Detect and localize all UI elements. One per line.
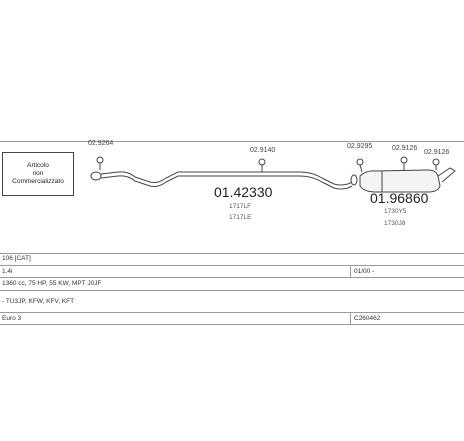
callout-front-flange: 02.9264	[88, 140, 113, 147]
tail-pipe	[437, 167, 456, 183]
part-code-front-1: 1717LF	[229, 203, 251, 210]
production-date: 01/00 -	[354, 268, 375, 275]
mount-3-hook	[359, 164, 363, 173]
table-divider-2	[350, 312, 351, 324]
not-commercialized-note: Articolo non Commercializzato	[2, 152, 74, 196]
mount-3	[356, 158, 364, 166]
mount-1	[96, 156, 104, 164]
catalog-code: C260462	[354, 315, 381, 322]
exhaust-drawing: 02.9264 02.9140 02.9295 02.9126 02.9126 …	[88, 140, 456, 227]
front-pipe-inner	[100, 175, 353, 190]
rear-silencer	[359, 169, 441, 193]
mount-2	[258, 158, 266, 166]
note-line-2: non	[32, 170, 44, 177]
callout-rear-mount-2: 02.9126	[392, 145, 417, 152]
table-rule-4	[0, 290, 464, 291]
part-code-rear-2: 1730J8	[384, 220, 406, 227]
note-line-3: Commercializzato	[12, 178, 64, 185]
front-pipe	[100, 171, 353, 186]
part-number-front-pipe: 01.42330	[214, 184, 273, 200]
table-rule-5	[0, 312, 464, 313]
part-number-rear-silencer: 01.96860	[370, 190, 429, 206]
engine-size: 1.4i	[2, 268, 13, 275]
mount-5	[432, 158, 440, 166]
mid-clamp	[350, 174, 358, 186]
engine-codes: - TU3JP, KFW, KFV, KFT	[2, 298, 75, 305]
table-rule-1	[0, 253, 464, 254]
part-code-rear-1: 1730Y5	[384, 208, 407, 215]
vehicle-model: 106 [CAT]	[2, 255, 31, 262]
callout-rear-mount-3: 02.9126	[424, 149, 449, 156]
front-flange	[90, 171, 102, 181]
engine-specs: 1360 cc, 75 HP, 55 KW, MPT J0JF	[2, 280, 102, 287]
mount-4	[400, 156, 408, 164]
table-divider-1	[350, 265, 351, 277]
callout-rear-mount-1: 02.9295	[347, 143, 372, 150]
note-line-1: Articolo	[27, 162, 49, 169]
emission-norm: Euro 3	[2, 315, 22, 322]
table-rule-2	[0, 265, 464, 266]
callout-mid-mount: 02.9140	[250, 147, 275, 154]
top-rule	[0, 141, 464, 142]
table-rule-3	[0, 277, 464, 278]
table-rule-6	[0, 324, 464, 325]
part-code-front-2: 1717LE	[229, 214, 252, 221]
